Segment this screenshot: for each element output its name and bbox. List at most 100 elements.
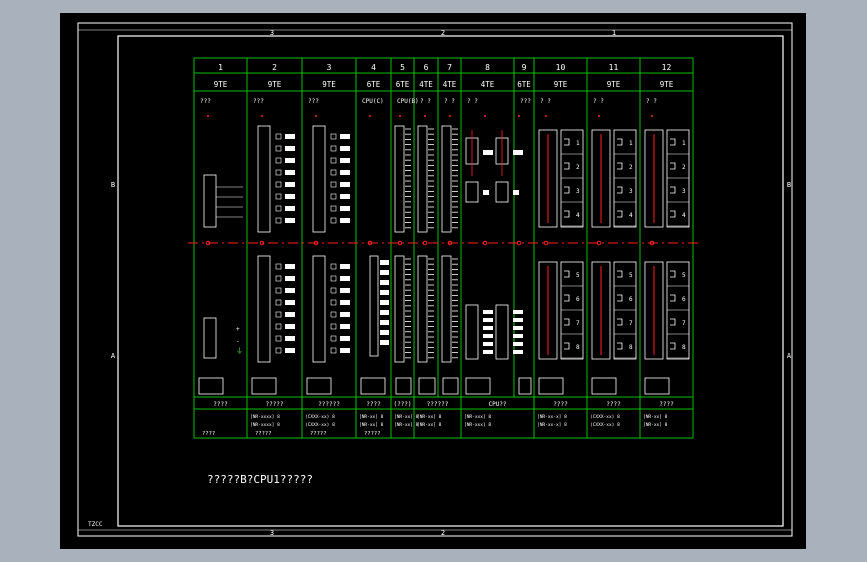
relay-number: 3 (576, 188, 580, 195)
io-tag (380, 280, 389, 285)
cpu-label (513, 150, 523, 155)
relay-card (538, 261, 558, 360)
symbol-plus: + (236, 326, 240, 333)
footer-label: ???? (659, 401, 674, 408)
header-dot (399, 115, 401, 117)
contact-label (285, 336, 295, 341)
footer-label: ???? (213, 401, 228, 408)
footer-code: (CXXX-xx) 8 (590, 414, 620, 420)
terminal-block (395, 377, 412, 395)
module-name: ? ? (444, 98, 455, 105)
contact-label (340, 182, 350, 187)
contact-label (340, 206, 350, 211)
relay-coil (564, 186, 570, 194)
cpu-io-tag (513, 334, 523, 338)
contact-box (330, 347, 337, 354)
center-marker (259, 240, 265, 246)
slot-number: 9 (522, 63, 527, 72)
relay-coil (670, 186, 676, 194)
terminal-block (518, 377, 532, 395)
contact-label (285, 134, 295, 139)
zone-markers: 3 2 1 3 2 B A B A (78, 29, 792, 537)
relay-number: 4 (682, 212, 686, 219)
contact-box (330, 217, 337, 224)
contact-box (330, 323, 337, 330)
module-name: ? ? (467, 98, 478, 105)
relay-number: 8 (682, 344, 686, 351)
connector-bracket (203, 174, 217, 228)
io-tag (380, 320, 389, 325)
io-tag (380, 270, 389, 275)
terminal-block (198, 377, 224, 395)
terminal-block (465, 377, 491, 395)
cpu-io-tag (513, 350, 523, 354)
card-strip (369, 255, 379, 357)
footer-label: ?????? (427, 401, 449, 408)
module-name: ? ? (540, 98, 551, 105)
footer-code-2: [NR-xx] 8 (417, 422, 442, 428)
contact-box (275, 347, 282, 354)
module-name: ??? (253, 98, 264, 105)
relay-coil (564, 162, 570, 170)
cpu-io-tag (513, 342, 523, 346)
relay-number: 1 (576, 140, 580, 147)
cpu-io-tag (513, 326, 523, 330)
contact-label (340, 288, 350, 293)
footer-label: ???? (366, 401, 381, 408)
relay-number: 2 (682, 164, 686, 171)
inner-frame (117, 35, 784, 527)
relay-frame (560, 261, 584, 360)
contact-label (340, 276, 350, 281)
footer-code: [NR-xx-x] 8 (537, 414, 567, 420)
contact-box (330, 157, 337, 164)
contact-box (330, 169, 337, 176)
cpu-io-tag (483, 310, 493, 314)
terminal-block (644, 377, 670, 395)
contact-label (285, 170, 295, 175)
footer-label: ?????? (318, 401, 340, 408)
relay-coil (670, 294, 676, 302)
contact-label (285, 264, 295, 269)
relay-coil (564, 342, 570, 350)
contact-box (275, 169, 282, 176)
slot-width: 9TE (322, 80, 336, 89)
relay-number: 6 (576, 296, 580, 303)
header-dot (261, 115, 263, 117)
contact-box (275, 217, 282, 224)
relay-card (644, 261, 664, 360)
relay-card (591, 129, 611, 228)
header-dot (545, 115, 547, 117)
footer-code: [NR-xx] 8 (417, 414, 442, 420)
contact-box (275, 335, 282, 342)
footer-label: (???) (393, 401, 411, 408)
relay-number: 4 (629, 212, 633, 219)
center-marker (649, 240, 655, 246)
contact-box (275, 263, 282, 270)
slot-number: 10 (556, 63, 566, 72)
io-tag (380, 260, 389, 265)
cpu-io-tag (483, 326, 493, 330)
zone-left-a: A (111, 352, 116, 360)
slot-width: 6TE (517, 80, 531, 89)
slot-width: 6TE (396, 80, 410, 89)
contact-box (330, 275, 337, 282)
relay-frame (666, 261, 690, 360)
footer-code-2: [NR-xx] 8 (394, 422, 419, 428)
contact-label (285, 348, 295, 353)
cpu-io-tag (483, 350, 493, 354)
module-name: ??? (200, 98, 211, 105)
relay-coil (564, 138, 570, 146)
relay-number: 7 (576, 320, 580, 327)
module-name: CPU(B) (397, 98, 419, 105)
terminal-block (442, 377, 459, 395)
relay-coil (564, 294, 570, 302)
card-strip (312, 255, 326, 363)
drawing-sheet (60, 13, 806, 549)
header-dot (484, 115, 486, 117)
footer-code: [NR-xxxx] 8 (250, 414, 280, 420)
contact-box (275, 323, 282, 330)
cpu-label (483, 150, 493, 155)
footer-label: ???? (606, 401, 621, 408)
contact-label (340, 324, 350, 329)
center-marker (422, 240, 428, 246)
